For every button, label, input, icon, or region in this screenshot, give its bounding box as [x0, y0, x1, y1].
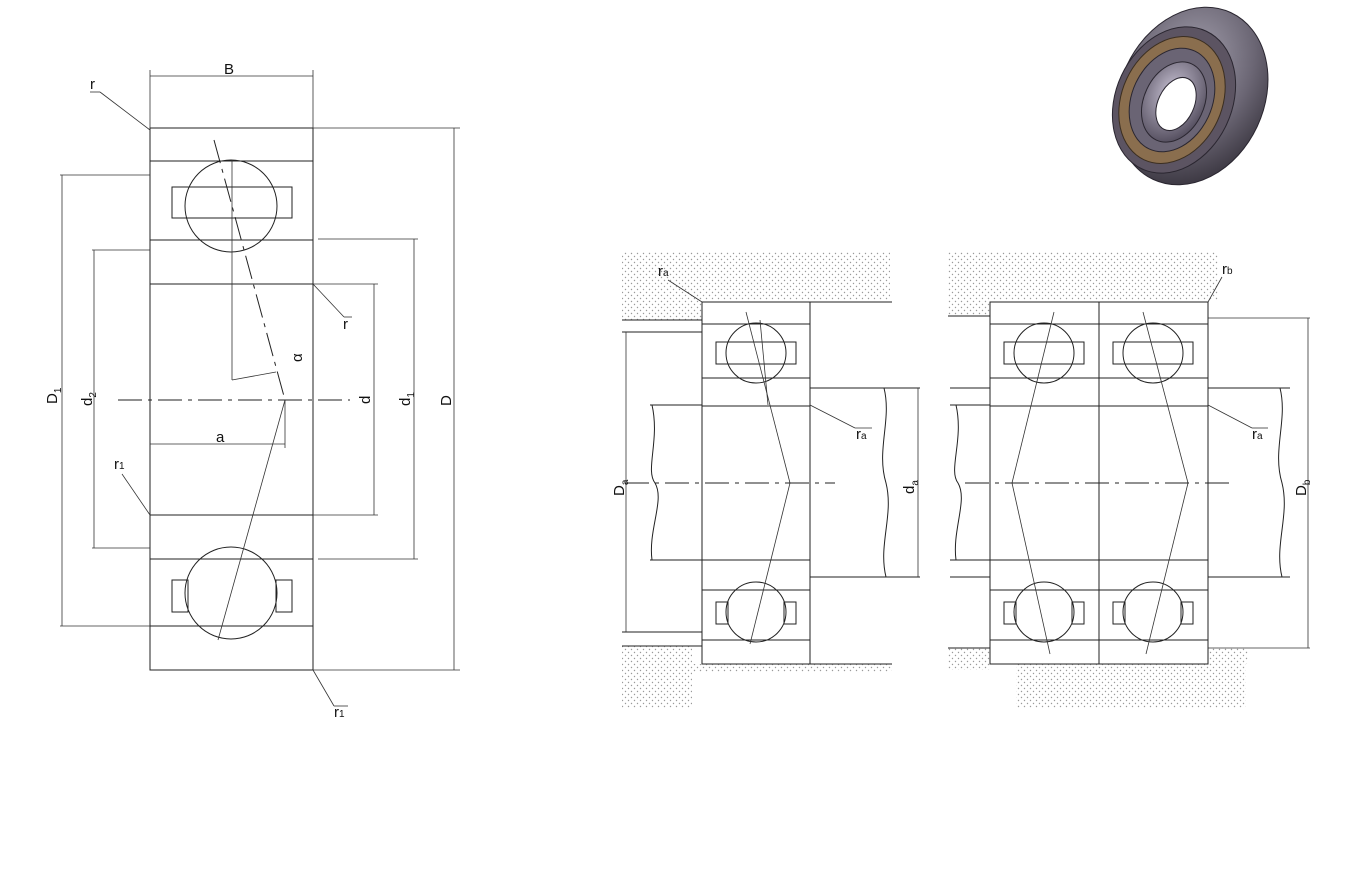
duplex-mounting-view: Db rb ra [948, 252, 1313, 708]
dim-B-label: B [224, 61, 234, 78]
dim-Db-label: Db [1293, 479, 1313, 496]
dim-a-label: a [216, 429, 225, 446]
single-mounting-view: Da da ra ra [611, 252, 921, 708]
dim-d2-label: d2 [79, 392, 99, 406]
radius-r-top-label: r [90, 76, 95, 93]
bearing-3d-render [1111, 6, 1269, 186]
radius-ra-right-label: ra [1252, 426, 1263, 443]
dim-D-label: D [438, 395, 455, 406]
radius-ra-top-label: ra [658, 263, 669, 280]
dim-D1-label: D1 [44, 387, 64, 404]
radius-r-mid-label: r [343, 316, 348, 333]
radius-rb-label: rb [1222, 261, 1233, 278]
dim-Da-label: Da [611, 479, 631, 496]
radius-r1-bottom-label: r1 [334, 704, 345, 721]
dim-d1-label: d1 [397, 392, 417, 406]
dim-da-label: da [901, 480, 921, 494]
dim-d-label: d [357, 396, 374, 404]
radius-ra-mid-label: ra [856, 426, 867, 443]
radius-r1-left-label: r1 [114, 456, 125, 473]
main-section-view: B a α D1 d2 d d1 D r [44, 61, 460, 721]
angle-alpha-label: α [289, 353, 306, 362]
